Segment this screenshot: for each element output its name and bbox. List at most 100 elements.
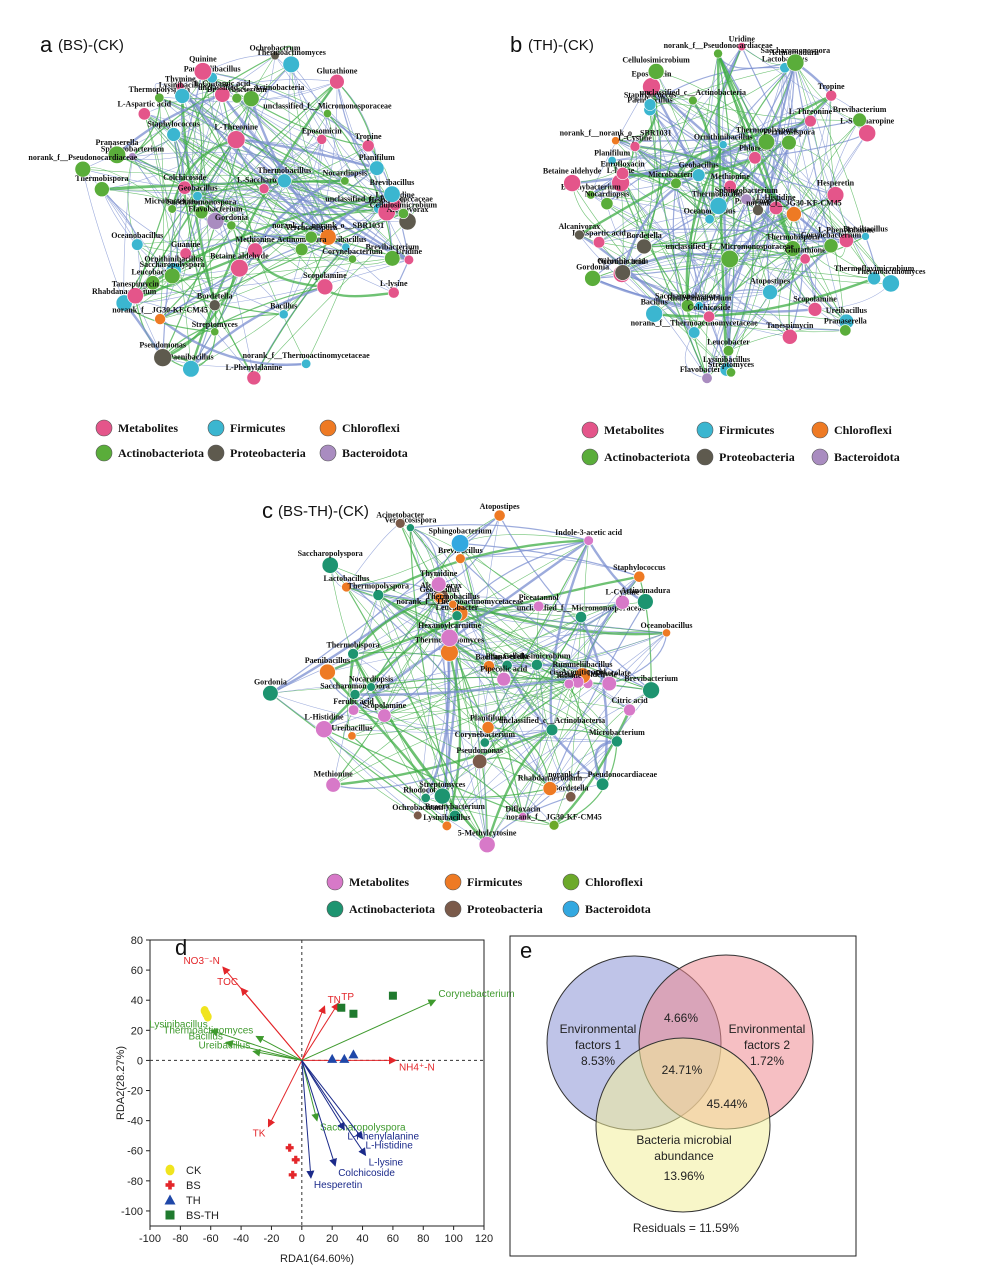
network-edge (235, 138, 410, 261)
network-node-label: Pipecolic acid (480, 664, 527, 673)
venn-residuals: Residuals = 11.59% (633, 1221, 740, 1235)
network-edge (579, 616, 608, 785)
network-edge (716, 53, 728, 370)
network-edge (687, 53, 719, 306)
network-edge (152, 282, 284, 315)
network-node-brevibacterium (852, 112, 867, 128)
network-node-label: L-Cystine (606, 587, 640, 596)
network-node-label: 5-Methylcytosine (458, 829, 517, 838)
network-node-label: Tanespimycin (766, 321, 814, 330)
network-edge (656, 71, 767, 143)
network-node-tropine (361, 139, 375, 153)
network-node-brevibacillus (383, 185, 401, 203)
network-node-pseudomonas (472, 753, 488, 769)
network-node-ureibacillus (341, 242, 351, 252)
legend-swatch-proteobacteria (207, 444, 225, 462)
network-node-label: Staphylococcus (613, 563, 665, 572)
network-node-label: Streptomyces (192, 320, 238, 329)
network-edge (651, 86, 892, 284)
network-edge (445, 637, 451, 826)
network-edge (221, 94, 410, 261)
network-node-thermoactinomyces (881, 274, 900, 293)
network-node-corynebacterium (348, 254, 357, 264)
network-node-l-histidine (768, 200, 784, 215)
network-node-label: Actinomadura (277, 235, 327, 244)
network-edge (456, 615, 551, 789)
legend-swatch-actinobacteriota (95, 444, 113, 462)
network-node-label: Sphingobacterium (715, 186, 778, 195)
network-edge (323, 665, 490, 730)
x-tick-label: -20 (264, 1233, 280, 1245)
network-node-thermobispora (347, 648, 359, 660)
network-edge (746, 119, 860, 200)
rda-points (200, 991, 397, 1179)
network-edge (171, 138, 237, 210)
network-node-label: Lactobacillus (762, 55, 808, 64)
network-node-label: cis-Aconitic acid (550, 668, 607, 677)
rda-arrow-tp (301, 1002, 339, 1061)
network-node-rhabdanaerobium (542, 781, 558, 796)
network-node-label: Glutathione (785, 246, 826, 255)
network-edge (144, 113, 174, 271)
network-node-label: Thermopolyspora (348, 582, 409, 591)
network-edge (132, 156, 215, 306)
network-edge (425, 632, 667, 799)
network-edge (757, 209, 816, 310)
venn-set-3 (595, 1037, 771, 1213)
network-node-label: L-Saccharopine (237, 176, 292, 185)
network-node-glutathione (329, 73, 345, 90)
rda-arrow-label: Hesperetin (314, 1180, 362, 1191)
rda-arrow-label: TP (341, 992, 354, 1003)
network-edge (549, 601, 646, 789)
panel-b-edges (571, 46, 892, 379)
network-node-label: Difloxacin (505, 804, 541, 813)
network-edge (135, 220, 216, 296)
x-tick-label: 80 (417, 1233, 429, 1245)
network-node-label: L-Saccharopine (840, 117, 895, 126)
network-node-pranaserella (501, 659, 513, 671)
network-node-label: Pseudomonas (735, 197, 782, 206)
y-tick-label: -100 (121, 1206, 143, 1218)
network-node-brevibacterium (642, 681, 660, 700)
rda-arrow-saccharopolyspora (301, 1060, 320, 1122)
network-node-label: norank_f__Thermoactinomycetaceae (396, 597, 524, 606)
network-node-label: L-Phenylalanine (226, 363, 283, 372)
network-edge (184, 187, 256, 251)
venn-set2-value: 1.72% (750, 1054, 784, 1068)
network-node-label: Pseudomonas (139, 341, 186, 350)
network-node-label: Gordonia (576, 262, 609, 271)
network-edge (144, 113, 326, 288)
network-node-label: Colchicoside (163, 173, 207, 182)
network-edge (173, 269, 284, 315)
panel-e-letter: e (520, 938, 532, 963)
network-node-label: Gordonia (254, 678, 287, 687)
venn-set1-label: factors 1 (575, 1038, 621, 1052)
network-node-rhodococcus (420, 792, 431, 803)
network-node-oceanobacillus (704, 214, 715, 225)
network-node-label: Cellulosimicrobium (370, 200, 438, 209)
network-edge (553, 690, 652, 826)
network-node-thermopolyspora (154, 92, 165, 103)
network-node-label: Acinetobacter (376, 510, 424, 519)
network-node-label: Oceanobacillus (684, 206, 736, 215)
network-edge (355, 674, 583, 696)
network-node-label: L-Pipecolate (588, 668, 632, 677)
legend-swatch-firmicutes (696, 421, 714, 439)
network-node-label: Atopostipes (480, 502, 520, 511)
panel-a-letter: a (40, 32, 53, 57)
network-edge (649, 104, 732, 373)
network-node-pseudomonas (153, 348, 172, 367)
network-node-label: Thymine (165, 74, 196, 83)
network-node-corynebacterium (479, 737, 490, 748)
rda-arrow-hesperetin (301, 1060, 315, 1179)
network-node-ferulic-acid (347, 704, 360, 716)
network-node-inosine (563, 678, 575, 690)
legend-label-actinobacteriota: Actinobacteriota (118, 446, 204, 460)
network-edge (655, 71, 777, 209)
network-node-label: Ureibacillus (325, 235, 366, 244)
network-edge (377, 594, 505, 681)
network-node-label: L-Aspartic acid (572, 229, 626, 238)
network-edge (622, 272, 708, 379)
network-node-acinetobacter (395, 518, 406, 529)
